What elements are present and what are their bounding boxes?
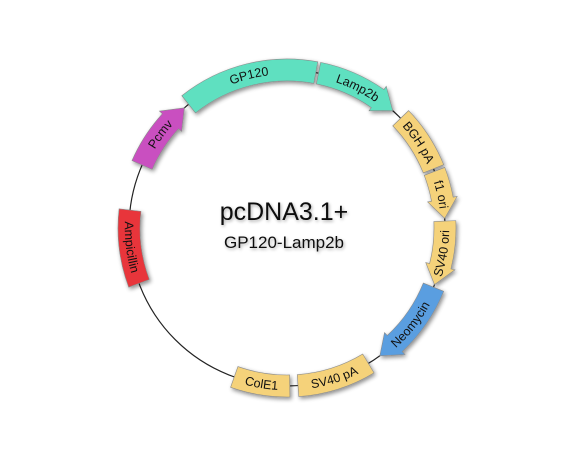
feature-shape-ampicillin	[117, 208, 150, 288]
feature-pcmv: Pcmv	[131, 107, 185, 170]
feature-f1-ori: f1 ori	[423, 167, 458, 219]
feature-sv40-pa: SV40 pA	[296, 353, 375, 397]
feature-ampicillin: Ampicillin	[117, 208, 150, 288]
feature-shape-neomycin	[379, 282, 445, 357]
feature-shape-sv40-ori	[425, 220, 457, 286]
feature-bgh-pa: BGH pA	[392, 110, 445, 174]
feature-shape-lamp2b	[315, 62, 394, 112]
feature-shape-f1-ori	[423, 167, 458, 219]
feature-label-f1-ori: f1 ori	[431, 179, 451, 210]
feature-shape-pcmv	[131, 107, 185, 170]
feature-label-cole1: ColE1	[244, 374, 279, 393]
feature-shape-cole1	[230, 366, 291, 398]
feature-shape-gp120	[181, 58, 319, 114]
feature-shape-bgh-pa	[392, 110, 445, 174]
feature-sv40-ori: SV40 ori	[425, 220, 457, 286]
insert-name: GP120-Lamp2b	[224, 233, 344, 252]
feature-gp120: GP120	[181, 58, 319, 114]
feature-shape-sv40-pa	[296, 353, 375, 397]
feature-neomycin: Neomycin	[379, 282, 445, 357]
plasmid-name: pcDNA3.1+	[220, 198, 349, 226]
feature-cole1: ColE1	[230, 366, 291, 398]
feature-lamp2b: Lamp2b	[315, 62, 394, 112]
